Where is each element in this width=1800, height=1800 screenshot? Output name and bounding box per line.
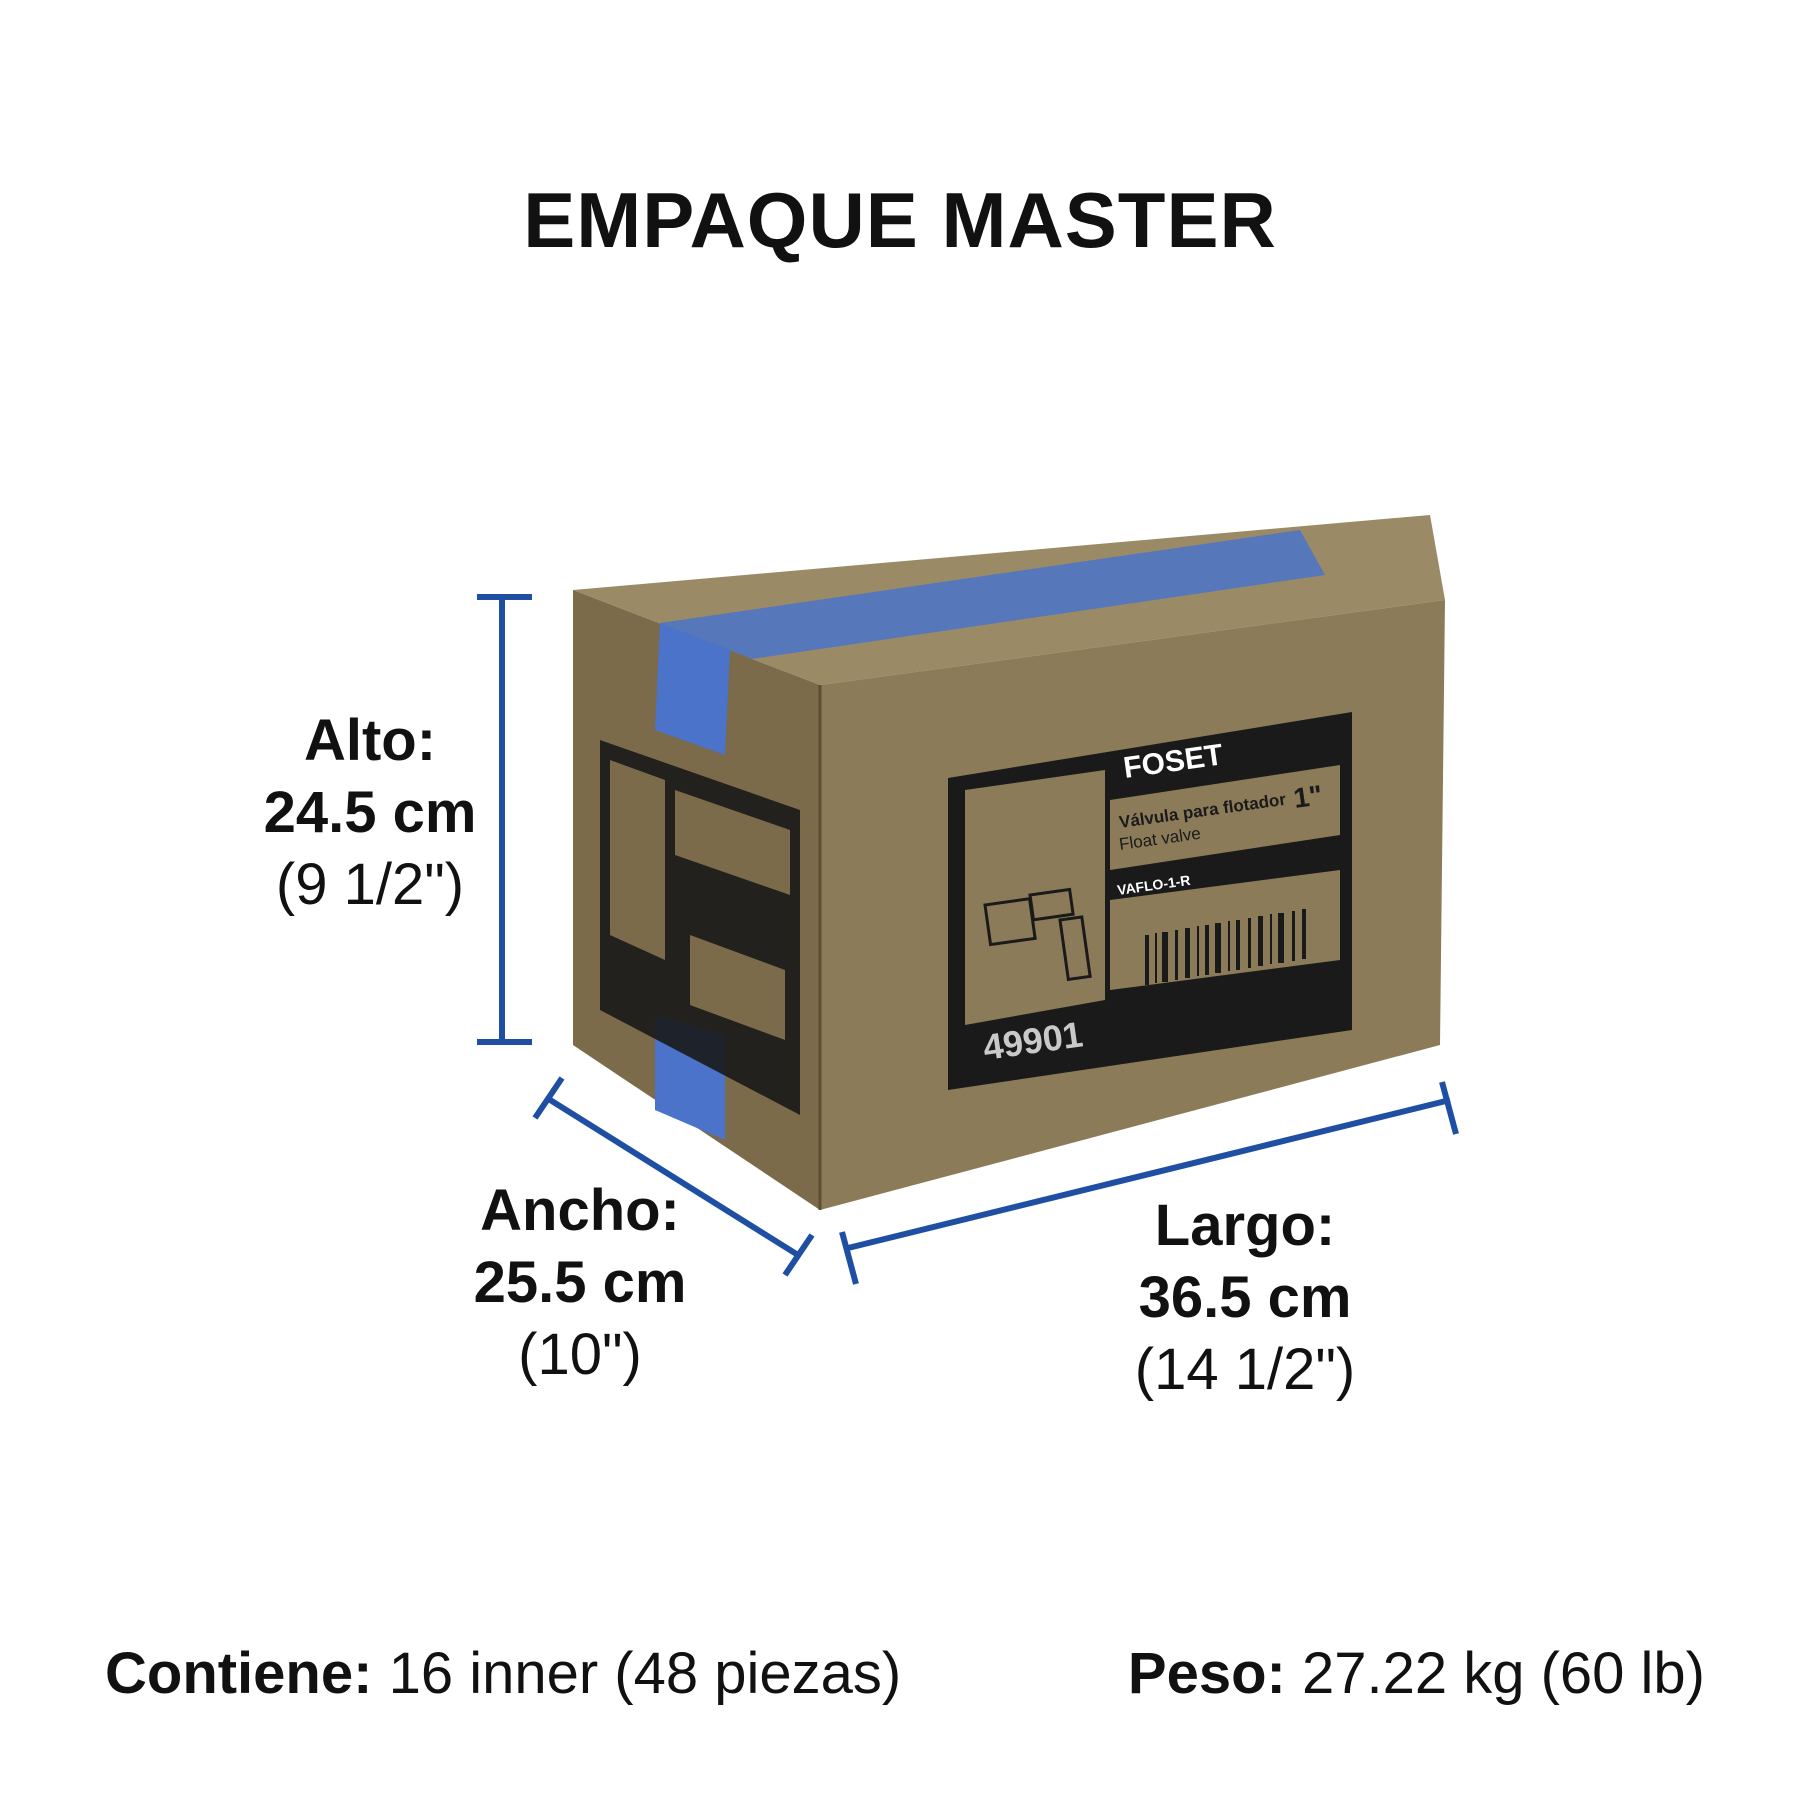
ancho-imperial: (10") <box>518 1322 642 1387</box>
alto-dimension-line <box>477 594 532 1045</box>
alto-name: Alto: <box>303 708 437 773</box>
front-product-label: FOSET Válvula para flotador Float valve … <box>948 712 1352 1090</box>
largo-imperial: (14 1/2") <box>1134 1337 1356 1402</box>
largo-name: Largo: <box>1154 1193 1336 1258</box>
ancho-dimension-line <box>532 1076 815 1277</box>
ancho-metric: 25.5 cm <box>473 1250 687 1315</box>
contents-info: Contiene: 16 inner (48 piezas) <box>105 1640 901 1707</box>
product-size: 1" <box>1292 779 1325 814</box>
packing-tape-top <box>660 530 1325 668</box>
side-product-label <box>600 740 800 1115</box>
largo-label: Largo: 36.5 cm (14 1/2") <box>1120 1190 1370 1406</box>
weight-value: 27.22 kg (60 lb) <box>1301 1641 1705 1706</box>
contents-value: 16 inner (48 piezas) <box>388 1641 902 1706</box>
contents-label: Contiene: <box>105 1641 373 1706</box>
packing-tape-side <box>655 623 730 755</box>
ancho-name: Ancho: <box>480 1178 680 1243</box>
page-title: EMPAQUE MASTER <box>523 176 1277 264</box>
largo-dimension-line <box>839 1081 1459 1285</box>
alto-label: Alto: 24.5 cm (9 1/2") <box>240 705 500 921</box>
alto-imperial: (9 1/2") <box>275 852 465 917</box>
alto-metric: 24.5 cm <box>263 780 477 845</box>
valve-icon <box>983 887 1092 982</box>
ancho-label: Ancho: 25.5 cm (10") <box>455 1175 705 1391</box>
weight-label: Peso: <box>1127 1641 1286 1706</box>
barcode <box>1145 909 1306 985</box>
weight-info: Peso: 27.22 kg (60 lb) <box>1128 1640 1705 1707</box>
largo-metric: 36.5 cm <box>1138 1265 1352 1330</box>
